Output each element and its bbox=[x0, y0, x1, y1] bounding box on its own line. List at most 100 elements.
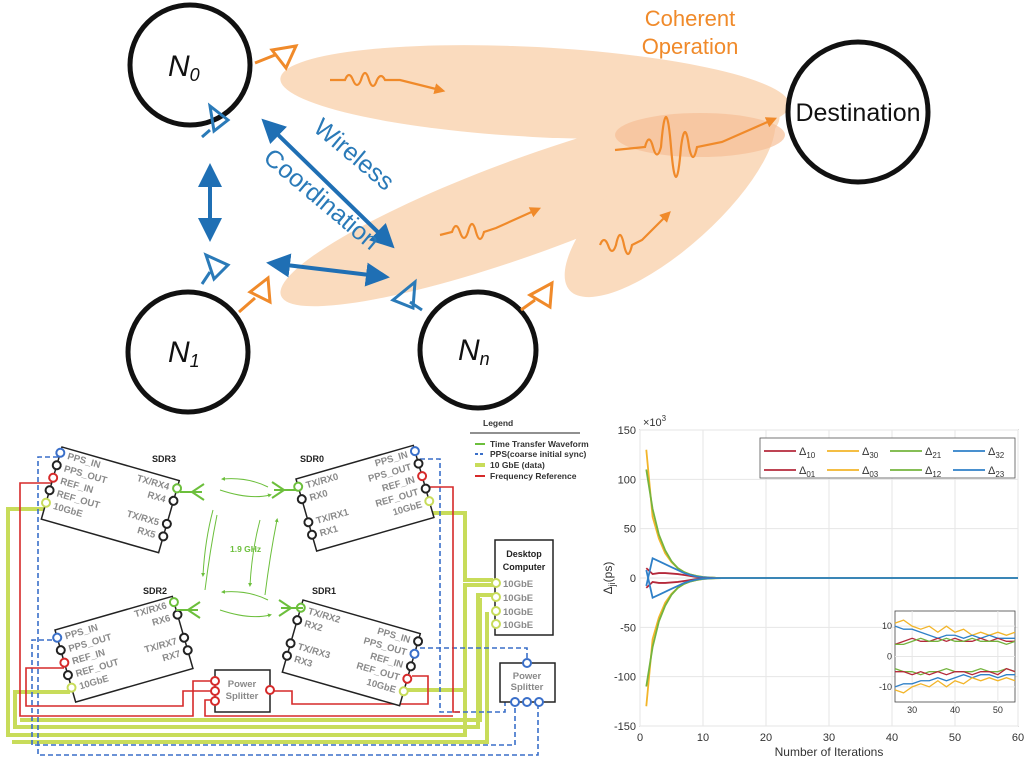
inset-series-line bbox=[894, 619, 1016, 636]
x-tick-label: 50 bbox=[949, 732, 961, 744]
svg-text:Desktop: Desktop bbox=[506, 549, 542, 559]
sdr-antennas bbox=[176, 481, 303, 619]
node-n1: N1 bbox=[125, 289, 251, 415]
node-n0: N0 bbox=[127, 2, 253, 128]
antenna-icon bbox=[278, 599, 303, 617]
svg-text:Computer: Computer bbox=[503, 562, 546, 572]
inset-x-tick-label: 40 bbox=[950, 705, 960, 715]
svg-text:RX1: RX1 bbox=[319, 523, 340, 539]
waveform-combined bbox=[614, 115, 778, 179]
sdr2-label: SDR2 bbox=[143, 586, 167, 596]
sdr1-box: TX/RX2 RX2 TX/RX3 RX3 PPS_IN PPS_OUT REF… bbox=[281, 599, 424, 707]
svg-text:10GbE: 10GbE bbox=[503, 593, 533, 604]
concept-diagram: N0 N1 Nn Destination Wireless Coo bbox=[125, 2, 931, 415]
coordination-arrows bbox=[198, 118, 395, 287]
legend-entry-32: Δ32 bbox=[988, 446, 1005, 460]
antenna-icon bbox=[200, 252, 231, 285]
y-tick-label: -50 bbox=[620, 622, 636, 634]
svg-text:RX6: RX6 bbox=[151, 613, 172, 629]
antenna-icon bbox=[176, 601, 201, 619]
x-axis-label: Number of Iterations bbox=[775, 745, 884, 759]
wires-ref bbox=[19, 482, 460, 717]
svg-text:Legend: Legend bbox=[483, 418, 513, 428]
x-tick-label: 10 bbox=[697, 732, 709, 744]
inset-x-tick-label: 50 bbox=[993, 705, 1003, 715]
sdr0-label: SDR0 bbox=[300, 454, 324, 464]
sdr3-label: SDR3 bbox=[152, 454, 176, 464]
inset-series-line bbox=[894, 674, 1015, 688]
svg-text:Splitter: Splitter bbox=[511, 682, 544, 693]
svg-text:Power: Power bbox=[513, 671, 542, 682]
y-tick-label: -150 bbox=[614, 721, 636, 733]
testbed-legend: Legend Time Transfer Waveform PPS(coarse… bbox=[470, 418, 589, 481]
svg-text:Destination: Destination bbox=[795, 99, 920, 127]
legend-entry-12: Δ12 bbox=[925, 465, 942, 479]
coherent-label: Coherent bbox=[645, 6, 736, 31]
inset-x-tick-label: 30 bbox=[907, 705, 917, 715]
svg-text:RX4: RX4 bbox=[146, 490, 167, 506]
beam-core bbox=[615, 113, 785, 157]
inset-series-line bbox=[894, 677, 1016, 694]
power-splitter-2: Power Splitter bbox=[499, 658, 556, 707]
antenna-icon bbox=[520, 280, 554, 312]
y-tick-label: 0 bbox=[630, 573, 636, 585]
sdr2-box: PPS_IN PPS_OUT REF_IN REF_OUT 10GbE TX/R… bbox=[52, 595, 194, 704]
antenna-icon bbox=[254, 44, 299, 71]
waveform-n0 bbox=[330, 71, 446, 95]
waveform-nn bbox=[439, 207, 542, 241]
antenna-icon bbox=[271, 481, 296, 499]
waveforms bbox=[330, 71, 778, 256]
frequency-label: 1.9 GHz bbox=[230, 544, 261, 554]
svg-text:Splitter: Splitter bbox=[226, 691, 259, 702]
coherent-beams bbox=[280, 45, 790, 307]
svg-text:10GbE: 10GbE bbox=[503, 579, 533, 590]
legend-entry-10: Δ10 bbox=[799, 446, 816, 460]
inset-y-tick-label: 0 bbox=[887, 652, 892, 662]
sdr1-label: SDR1 bbox=[312, 586, 336, 596]
node-nn: Nn bbox=[417, 289, 539, 411]
svg-text:N1: N1 bbox=[168, 336, 200, 371]
y-tick-label: 50 bbox=[624, 524, 636, 536]
y-tick-label: 100 bbox=[618, 474, 636, 486]
legend-entry-30: Δ30 bbox=[862, 446, 879, 460]
inset-y-tick-label: -10 bbox=[879, 682, 892, 692]
x-tick-label: 60 bbox=[1012, 732, 1024, 744]
x-tick-label: 30 bbox=[823, 732, 835, 744]
legend-box bbox=[759, 437, 1016, 479]
x-tick-label: 0 bbox=[637, 732, 643, 744]
svg-text:N0: N0 bbox=[168, 50, 200, 85]
y-tick-label: 150 bbox=[618, 425, 636, 437]
series-lines bbox=[645, 449, 1018, 707]
svg-text:10GbE: 10GbE bbox=[503, 620, 533, 631]
antenna-icon bbox=[180, 483, 205, 501]
svg-text:Nn: Nn bbox=[458, 334, 490, 369]
wires-10gbe bbox=[6, 507, 493, 744]
testbed-diagram: 1.9 GHz PPS_IN PPS_OUT REF_IN REF_OUT 10… bbox=[6, 418, 589, 756]
svg-text:10 GbE (data): 10 GbE (data) bbox=[490, 460, 545, 470]
legend-entry-23: Δ23 bbox=[988, 465, 1005, 479]
y-axis-label: Δji(ps) bbox=[601, 562, 617, 595]
time-transfer-links bbox=[201, 476, 279, 618]
y-multiplier: ×103 bbox=[643, 414, 667, 429]
antenna-icon bbox=[390, 278, 423, 312]
inset-series-line bbox=[895, 637, 1016, 646]
inset-series-line bbox=[895, 667, 1016, 676]
power-splitter-1: Power Splitter bbox=[210, 669, 275, 713]
y-tick-label: -100 bbox=[614, 672, 636, 684]
svg-text:RX2: RX2 bbox=[303, 619, 324, 635]
svg-text:PPS(coarse initial sync): PPS(coarse initial sync) bbox=[490, 449, 587, 459]
operation-label: Operation bbox=[642, 34, 739, 59]
inset-series-line bbox=[894, 625, 1015, 639]
waveform-n1 bbox=[598, 211, 671, 256]
legend-entry-21: Δ21 bbox=[925, 446, 942, 460]
legend-entry-01: Δ01 bbox=[799, 465, 816, 479]
svg-text:Power: Power bbox=[228, 679, 257, 690]
svg-text:RX0: RX0 bbox=[308, 488, 329, 504]
svg-text:RX7: RX7 bbox=[161, 649, 182, 665]
sdr3-box: PPS_IN PPS_OUT REF_IN REF_OUT 10GbE TX/R… bbox=[40, 446, 183, 554]
inset-y-tick-label: 10 bbox=[882, 621, 892, 631]
